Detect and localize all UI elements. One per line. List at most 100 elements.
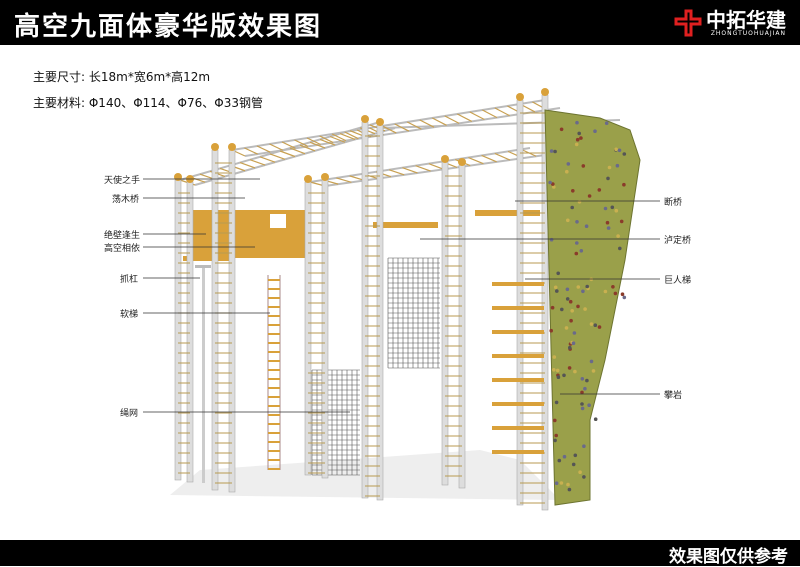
climbing-hold <box>616 234 620 238</box>
spec-size: 主要尺寸: 长18m*宽6m*高12m <box>33 70 211 84</box>
rung <box>444 115 460 124</box>
giant-ladder-beam <box>492 426 544 430</box>
climbing-hold <box>604 121 609 125</box>
rung <box>415 165 431 172</box>
climbing-hold <box>575 137 580 142</box>
climbing-hold <box>622 182 626 187</box>
climbing-hold <box>583 386 587 391</box>
giant-ladder-beam <box>492 354 544 358</box>
giant-ladder-beam <box>492 450 544 454</box>
rung <box>457 113 473 122</box>
climbing-hold <box>593 417 598 422</box>
pole <box>174 179 182 481</box>
rung <box>244 147 258 155</box>
rung <box>339 133 356 140</box>
pole-cap <box>441 155 449 163</box>
soft-ladder <box>267 275 281 470</box>
climbing-hold <box>585 378 589 383</box>
pole <box>186 181 194 483</box>
climbing-hold <box>580 390 584 395</box>
climbing-hold <box>568 299 573 304</box>
label-angel-hand: 天使之手 <box>104 176 141 186</box>
climbing-hold <box>566 218 570 223</box>
pole-cap <box>361 115 369 123</box>
brand-logo-icon <box>674 9 702 37</box>
rung <box>289 147 306 155</box>
rung <box>419 119 435 128</box>
climbing-hold <box>567 487 572 492</box>
header-bar: 高空九面体豪华版效果图 中拓华建 ZHONGTUOHUAJIAN <box>0 0 800 45</box>
top-ladders <box>179 99 621 187</box>
climbing-hold <box>584 224 589 228</box>
climbing-hold <box>579 136 583 140</box>
label-swing-bridge: 荡木桥 <box>112 195 140 205</box>
climbing-hold <box>610 205 615 210</box>
giant-ladder-beam <box>492 330 544 334</box>
climbing-hold <box>589 359 594 364</box>
climbing-hold <box>553 418 557 423</box>
rung <box>249 159 266 166</box>
climbing-hold <box>555 289 559 293</box>
rung <box>481 154 497 163</box>
climbing-hold <box>603 289 608 294</box>
rung <box>469 111 485 121</box>
climbing-hold <box>549 237 554 242</box>
brand-logo: 中拓华建 ZHONGTUOHUAJIAN <box>674 6 786 40</box>
climbing-hold <box>581 289 585 294</box>
rope-net-upper <box>387 257 440 369</box>
climbing-hold <box>565 169 569 174</box>
climbing-hold <box>553 149 557 154</box>
climbing-hold <box>585 284 589 289</box>
pole <box>376 124 384 501</box>
climbing-hold <box>559 481 564 485</box>
rung <box>329 135 346 143</box>
climbing-hold <box>554 433 558 438</box>
climbing-hold <box>566 482 570 487</box>
climbing-hold <box>552 355 557 359</box>
climbing-hold <box>573 453 578 458</box>
platform <box>475 210 540 216</box>
pole-cap <box>458 158 466 166</box>
rung <box>319 138 336 146</box>
climbing-hold <box>593 129 597 133</box>
climbing-hold <box>618 246 622 251</box>
poles <box>174 88 549 511</box>
climbing-hold <box>606 226 611 230</box>
pole-cap <box>321 173 329 181</box>
climbing-hold <box>566 162 571 166</box>
pole <box>361 121 369 499</box>
label-soft-ladder: 软梯 <box>120 310 139 320</box>
climbing-hold <box>580 406 585 411</box>
climbing-hold <box>569 318 573 323</box>
climbing-hold <box>580 402 584 406</box>
climbing-hold <box>583 307 587 311</box>
climbing-hold <box>549 149 554 153</box>
pole <box>211 149 219 491</box>
rung <box>281 141 296 149</box>
rung <box>381 125 397 134</box>
giant-ladder-beam <box>492 306 544 310</box>
climbing-hold <box>579 249 584 253</box>
rung <box>389 169 405 176</box>
climbing-hold <box>568 345 572 350</box>
pole-cap <box>516 93 524 101</box>
climbing-hold <box>580 377 585 381</box>
panel-window <box>270 214 286 228</box>
rung <box>331 133 347 142</box>
page-title: 高空九面体豪华版效果图 <box>14 12 323 42</box>
climbing-hold <box>565 297 570 301</box>
climbing-hold <box>620 292 625 297</box>
rung <box>294 139 309 147</box>
climbing-hold <box>553 285 558 290</box>
brand-name: 中拓华建 <box>706 7 786 32</box>
rung <box>407 121 422 130</box>
rung <box>269 153 286 160</box>
rung <box>336 177 352 183</box>
rung <box>306 137 321 146</box>
pole-cap <box>376 118 384 126</box>
rung <box>432 117 447 126</box>
giant-ladder <box>492 282 544 454</box>
giant-ladder-beam <box>492 402 544 406</box>
rung <box>494 107 510 117</box>
